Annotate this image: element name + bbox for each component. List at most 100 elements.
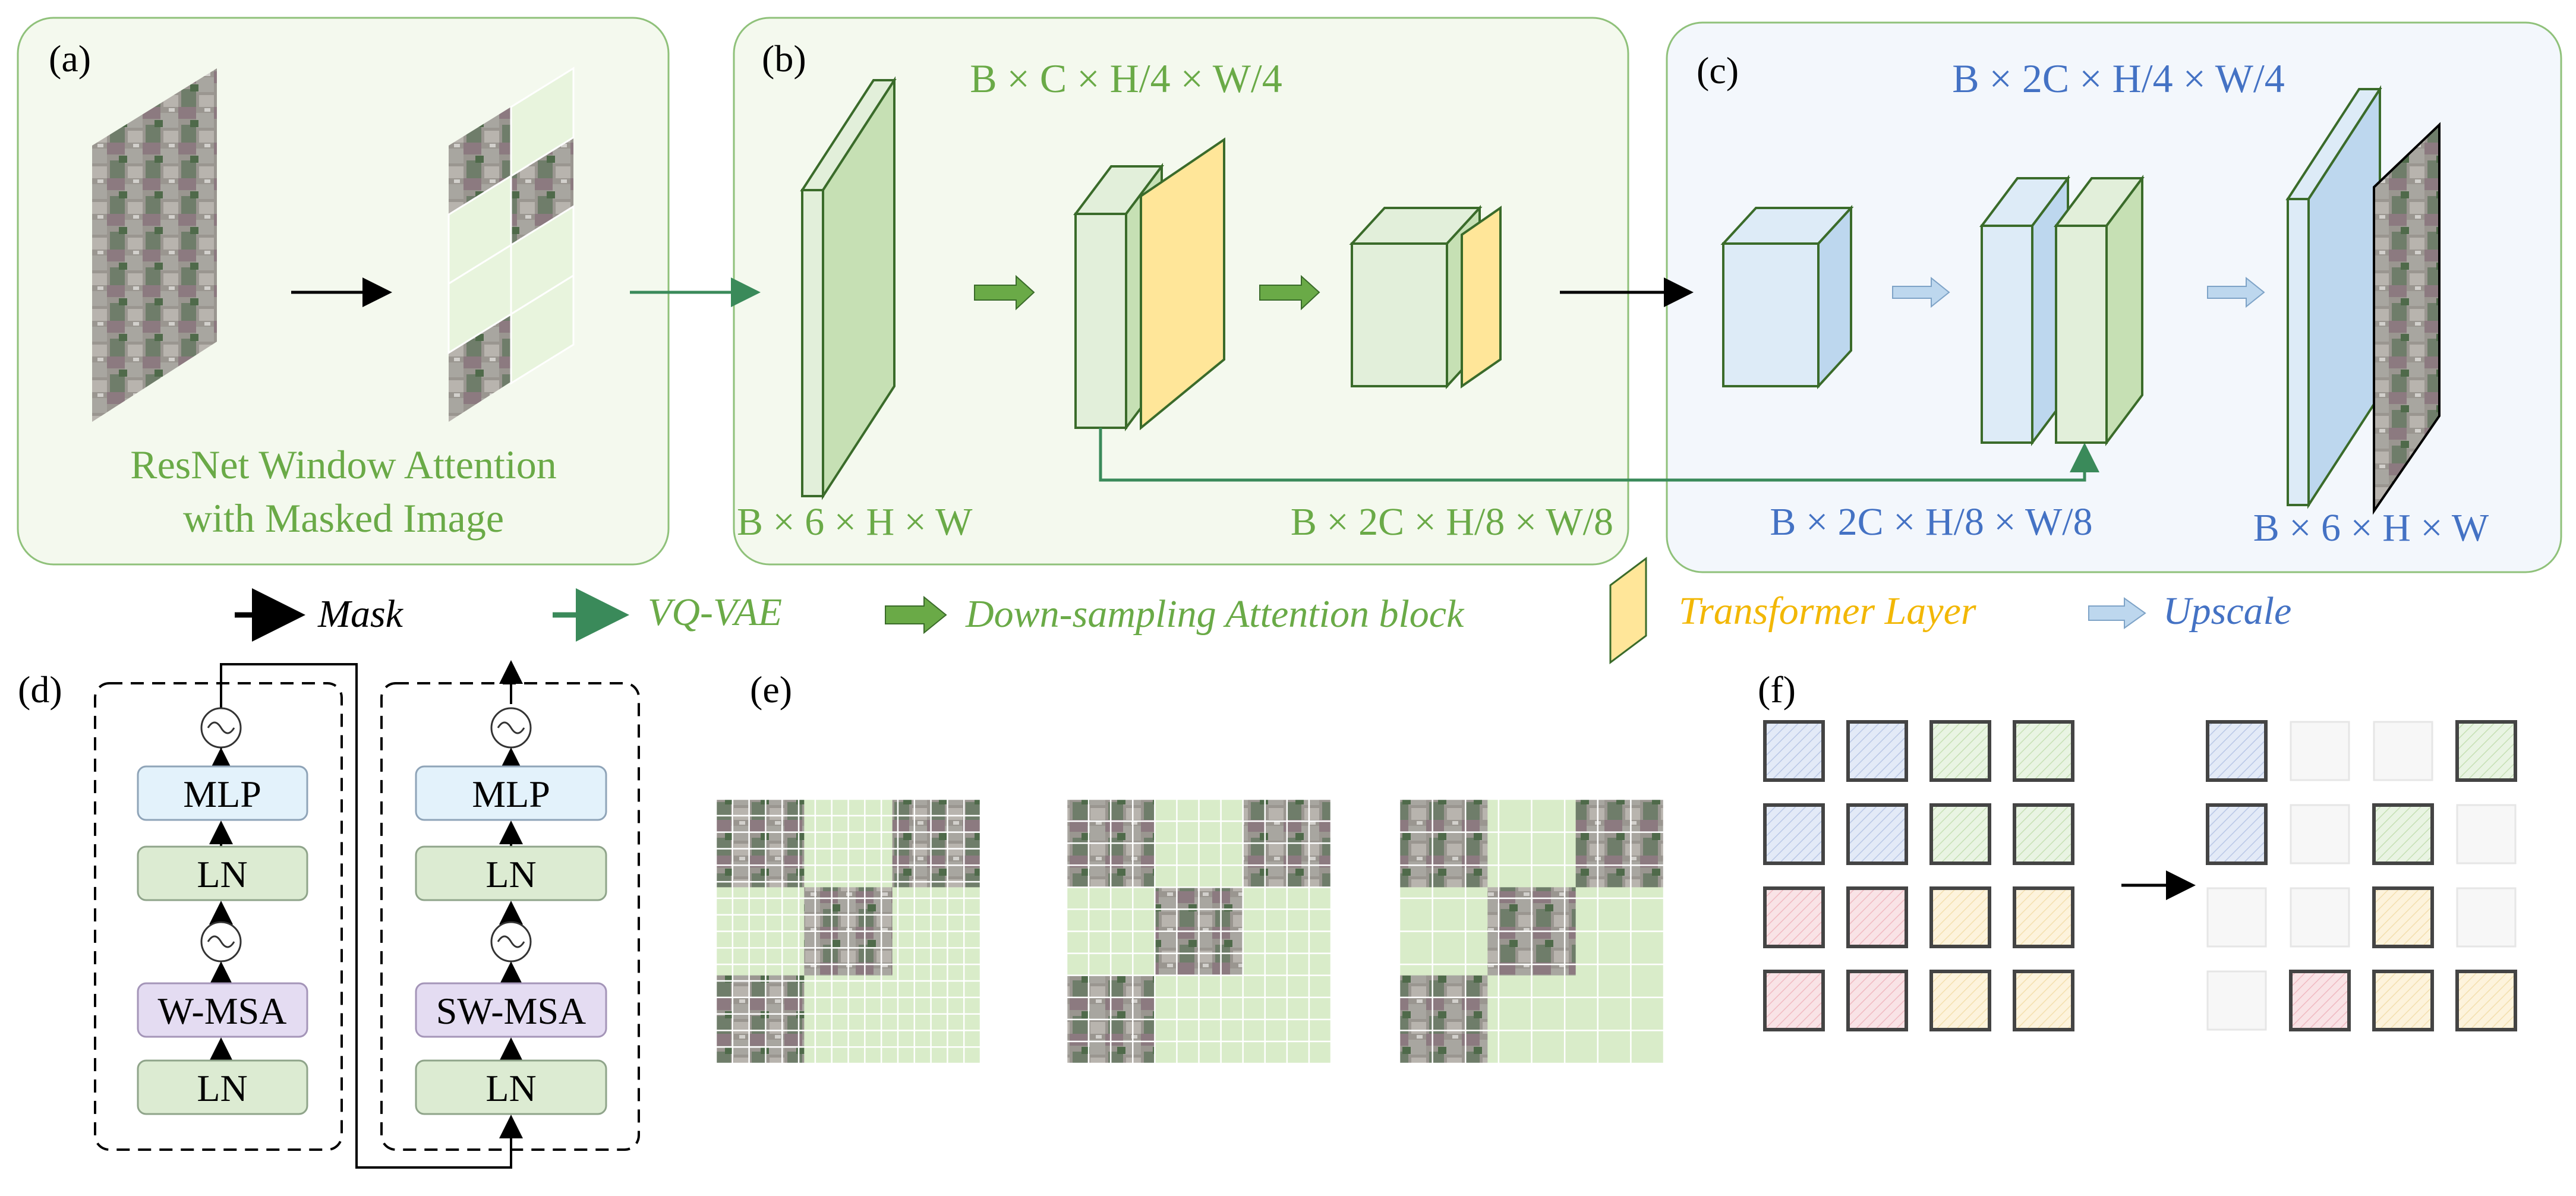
reconstructed-satellite-image [2373, 122, 2441, 515]
patch-cell [1763, 886, 1825, 948]
panel-label-d: (d) [18, 668, 62, 711]
mask-patch [510, 274, 575, 385]
panel-c-dim-top: B × 2C × H/4 × W/4 [1952, 56, 2285, 101]
panel-c-dim-right: B × 6 × H × W [2253, 506, 2489, 550]
patch-cell [1846, 886, 1908, 948]
patch-cell [1763, 720, 1825, 782]
masked-patch-cell [2290, 721, 2350, 781]
window-partition-image [715, 798, 982, 1065]
swin-block-left: MLP LN W-MSA LN [137, 707, 308, 1115]
visible-window [1399, 799, 1488, 888]
legend-transformer-label: Transformer Layer [1679, 589, 1976, 633]
visible-window [716, 975, 805, 1064]
right-swmsa-label: SW-MSA [436, 990, 587, 1032]
patch-cell [1846, 970, 1908, 1031]
patch-cell [2455, 970, 2517, 1031]
panel-label-f: (f) [1758, 668, 1796, 711]
masked-patch-cell [2290, 887, 2350, 948]
patch-cell [1929, 970, 1991, 1031]
masked-patch-cell [2456, 804, 2517, 864]
legend: Mask VQ-VAE Down-sampling Attention bloc… [235, 557, 2291, 664]
left-ln-top-label: LN [197, 853, 247, 895]
legend-downsampling-arrow [885, 595, 947, 635]
decoder-output-slab [2285, 85, 2382, 509]
right-mlp-label: MLP [472, 773, 550, 815]
patch-cell [1846, 720, 1908, 782]
visible-window [1575, 799, 1664, 888]
left-wmsa-label: W-MSA [158, 990, 287, 1032]
patch-cell [2372, 803, 2434, 865]
attention-block-2 [1349, 204, 1502, 390]
masked-patch-cell [2206, 887, 2267, 948]
left-ln-top-box [137, 845, 308, 901]
right-ln-bottom-box [415, 1059, 607, 1115]
patch-cell [1846, 803, 1908, 865]
patch-cell [1763, 970, 1825, 1031]
swin-block-left-boundary [94, 682, 343, 1151]
right-ln-top-box [415, 845, 607, 901]
block-connector [220, 663, 512, 1169]
window-partition-image [1065, 798, 1332, 1065]
panel-label-c: (c) [1697, 49, 1739, 91]
patch-cell [2206, 803, 2268, 865]
legend-mask-label: Mask [317, 592, 404, 636]
visible-window [1399, 975, 1488, 1064]
window-partition-examples [715, 798, 1665, 1065]
masked-patch-cell [2456, 887, 2517, 948]
left-wmsa-box [137, 982, 308, 1038]
right-ln-bottom-label: LN [485, 1067, 536, 1109]
panel-a-caption-line1: ResNet Window Attention [130, 442, 557, 487]
panel-b-dim-right: B × 2C × H/8 × W/8 [1291, 500, 1613, 544]
patch-cell [2372, 886, 2434, 948]
downsampling-arrow-2 [1259, 274, 1320, 311]
right-ln-top-label: LN [485, 853, 536, 895]
patch-cell [2013, 720, 2074, 782]
panel-label-b: (b) [762, 37, 806, 80]
decoder-block-1 [1720, 204, 1854, 390]
patch-mask-grids [1763, 720, 2517, 1031]
masked-patch-cell [2373, 721, 2433, 781]
panel-b-dim-top: B × C × H/4 × W/4 [970, 56, 1282, 101]
window-partition-image [1398, 798, 1665, 1065]
legend-vqvae-label: VQ-VAE [648, 591, 782, 634]
patch-cell [2013, 803, 2074, 865]
upscale-arrow-1 [1892, 276, 1950, 308]
legend-downsampling-label: Down-sampling Attention block [965, 592, 1465, 636]
downsampling-arrow-1 [974, 274, 1035, 311]
decoder-block-2 [1979, 175, 2145, 446]
patch-cell [1929, 720, 1991, 782]
masked-patch-cell [2290, 804, 2350, 864]
panel-label-e: (e) [750, 668, 792, 711]
left-ln-bottom-box [137, 1059, 308, 1115]
panel-c-dim-left: B × 2C × H/8 × W/8 [1770, 500, 2092, 544]
patch-cell [2013, 970, 2074, 1031]
panel-b-dim-left: B × 6 × H × W [737, 500, 973, 544]
patch-cell [2013, 886, 2074, 948]
masked-patch-cell [2206, 970, 2267, 1031]
patch-cell [2372, 970, 2434, 1031]
patch-cell [1929, 803, 1991, 865]
satellite-image-input [92, 68, 217, 422]
encoder-input-slab [800, 76, 897, 500]
legend-upscale-arrow [2088, 597, 2146, 629]
right-mlp-box [415, 765, 607, 821]
legend-transformer-icon [1609, 557, 1647, 664]
upscale-arrow-2 [2207, 276, 2265, 308]
right-swmsa-box [415, 982, 607, 1038]
panel-label-a: (a) [49, 37, 91, 80]
visible-window [716, 799, 805, 888]
patch-cell [2289, 970, 2351, 1031]
patch-cell [2206, 720, 2268, 782]
legend-upscale-label: Upscale [2163, 589, 2291, 633]
panel-a-caption-line2: with Masked Image [183, 496, 504, 541]
attention-block-1 [1073, 137, 1225, 431]
mask-patch [510, 67, 575, 178]
left-ln-bottom-label: LN [197, 1067, 247, 1109]
left-mlp-box [137, 765, 308, 821]
left-mlp-label: MLP [183, 773, 261, 815]
patch-cell [2455, 720, 2517, 782]
skip-connection [1099, 428, 2099, 482]
patch-cell [1929, 886, 1991, 948]
